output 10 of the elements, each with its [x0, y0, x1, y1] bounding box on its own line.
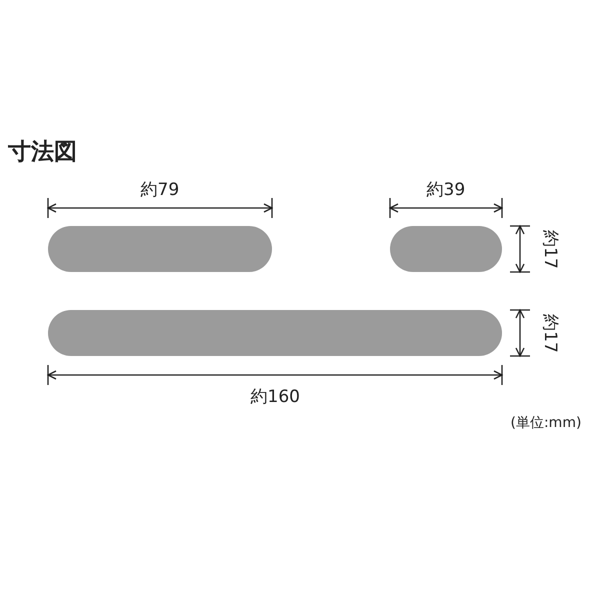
dimension-label: 約79 [140, 182, 180, 198]
title: 寸法図 [8, 141, 77, 164]
dimension-label: 約160 [250, 388, 300, 406]
dimension-label: 約17 [540, 230, 558, 268]
unit-note: (単位:mm) [510, 416, 582, 430]
rounded-bar [48, 226, 272, 272]
rounded-bar [48, 310, 502, 356]
rounded-bar [390, 226, 502, 272]
dimension-label: 約17 [540, 314, 558, 352]
dimension-label: 約39 [426, 182, 466, 198]
